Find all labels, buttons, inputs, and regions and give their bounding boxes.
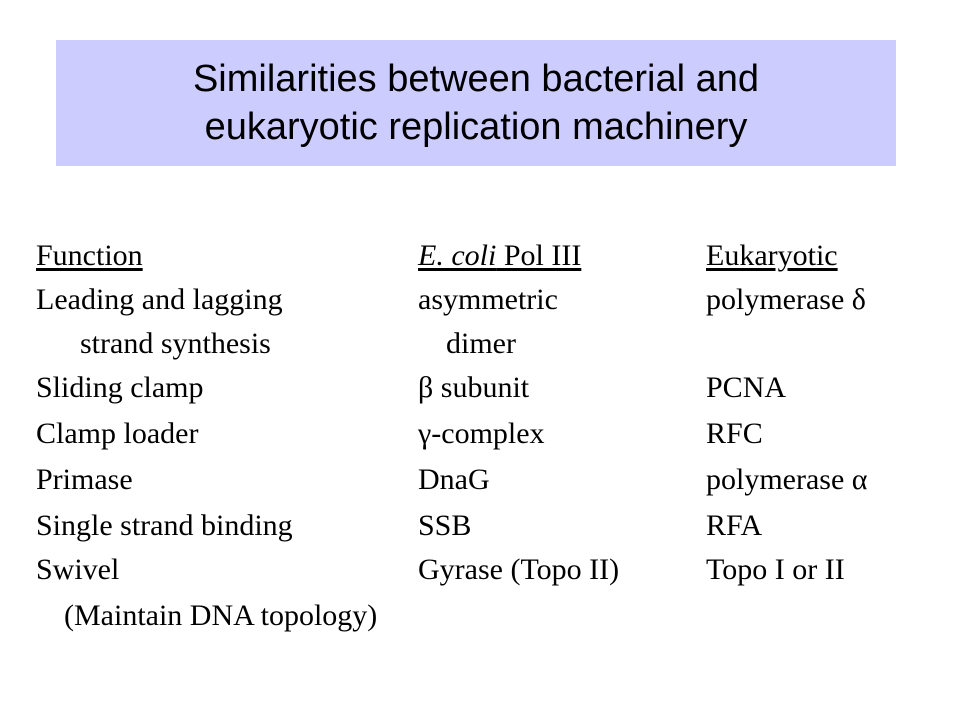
row-eukaryotic: RFC xyxy=(706,417,763,450)
row-function: Clamp loader xyxy=(36,417,199,450)
table-row: (Maintain DNA topology) xyxy=(0,594,960,638)
header-ecoli-polymerase: Pol III xyxy=(496,239,582,272)
header-function: Function xyxy=(36,239,143,272)
table-row: Single strand binding SSB RFA xyxy=(0,504,960,548)
table-row: Sliding clamp β subunit PCNA xyxy=(0,366,960,410)
header-ecoli: E. coli Pol III xyxy=(418,234,581,278)
slide-title-box: Similarities between bacterial and eukar… xyxy=(56,40,896,166)
slide-title-line-2: eukaryotic replication machinery xyxy=(204,106,748,148)
header-eukaryotic: Eukaryotic xyxy=(706,239,838,272)
table-row: Swivel Gyrase (Topo II) Topo I or II xyxy=(0,548,960,592)
row-eukaryotic: RFA xyxy=(706,509,763,542)
row-ecoli: DnaG xyxy=(418,463,490,496)
table-row: strand synthesis dimer xyxy=(0,322,960,366)
table-header-row: Function E. coli Pol III Eukaryotic xyxy=(0,234,960,278)
header-ecoli-species: E. coli xyxy=(418,239,497,272)
table-row: Primase DnaG polymerase α xyxy=(0,458,960,502)
table-row: Clamp loader γ-complex RFC xyxy=(0,412,960,456)
row-ecoli: dimer xyxy=(446,327,516,360)
row-function: Single strand binding xyxy=(36,509,293,542)
row-ecoli: SSB xyxy=(418,509,472,542)
row-ecoli: γ-complex xyxy=(418,417,545,450)
row-eukaryotic: PCNA xyxy=(706,371,787,404)
row-function: Sliding clamp xyxy=(36,371,204,404)
row-ecoli: β subunit xyxy=(418,371,530,404)
table-row: Leading and lagging asymmetric polymeras… xyxy=(0,278,960,322)
slide-title-line-1: Similarities between bacterial and xyxy=(192,58,760,100)
row-eukaryotic: Topo I or II xyxy=(706,553,845,586)
row-function: (Maintain DNA topology) xyxy=(64,599,378,632)
row-function: Leading and lagging xyxy=(36,283,283,316)
row-ecoli: Gyrase (Topo II) xyxy=(418,553,620,586)
row-eukaryotic: polymerase δ xyxy=(706,283,866,316)
row-function: Swivel xyxy=(36,553,120,586)
row-function: strand synthesis xyxy=(80,327,271,360)
row-ecoli: asymmetric xyxy=(418,283,558,316)
row-eukaryotic: polymerase α xyxy=(706,463,868,496)
row-function: Primase xyxy=(36,463,133,496)
